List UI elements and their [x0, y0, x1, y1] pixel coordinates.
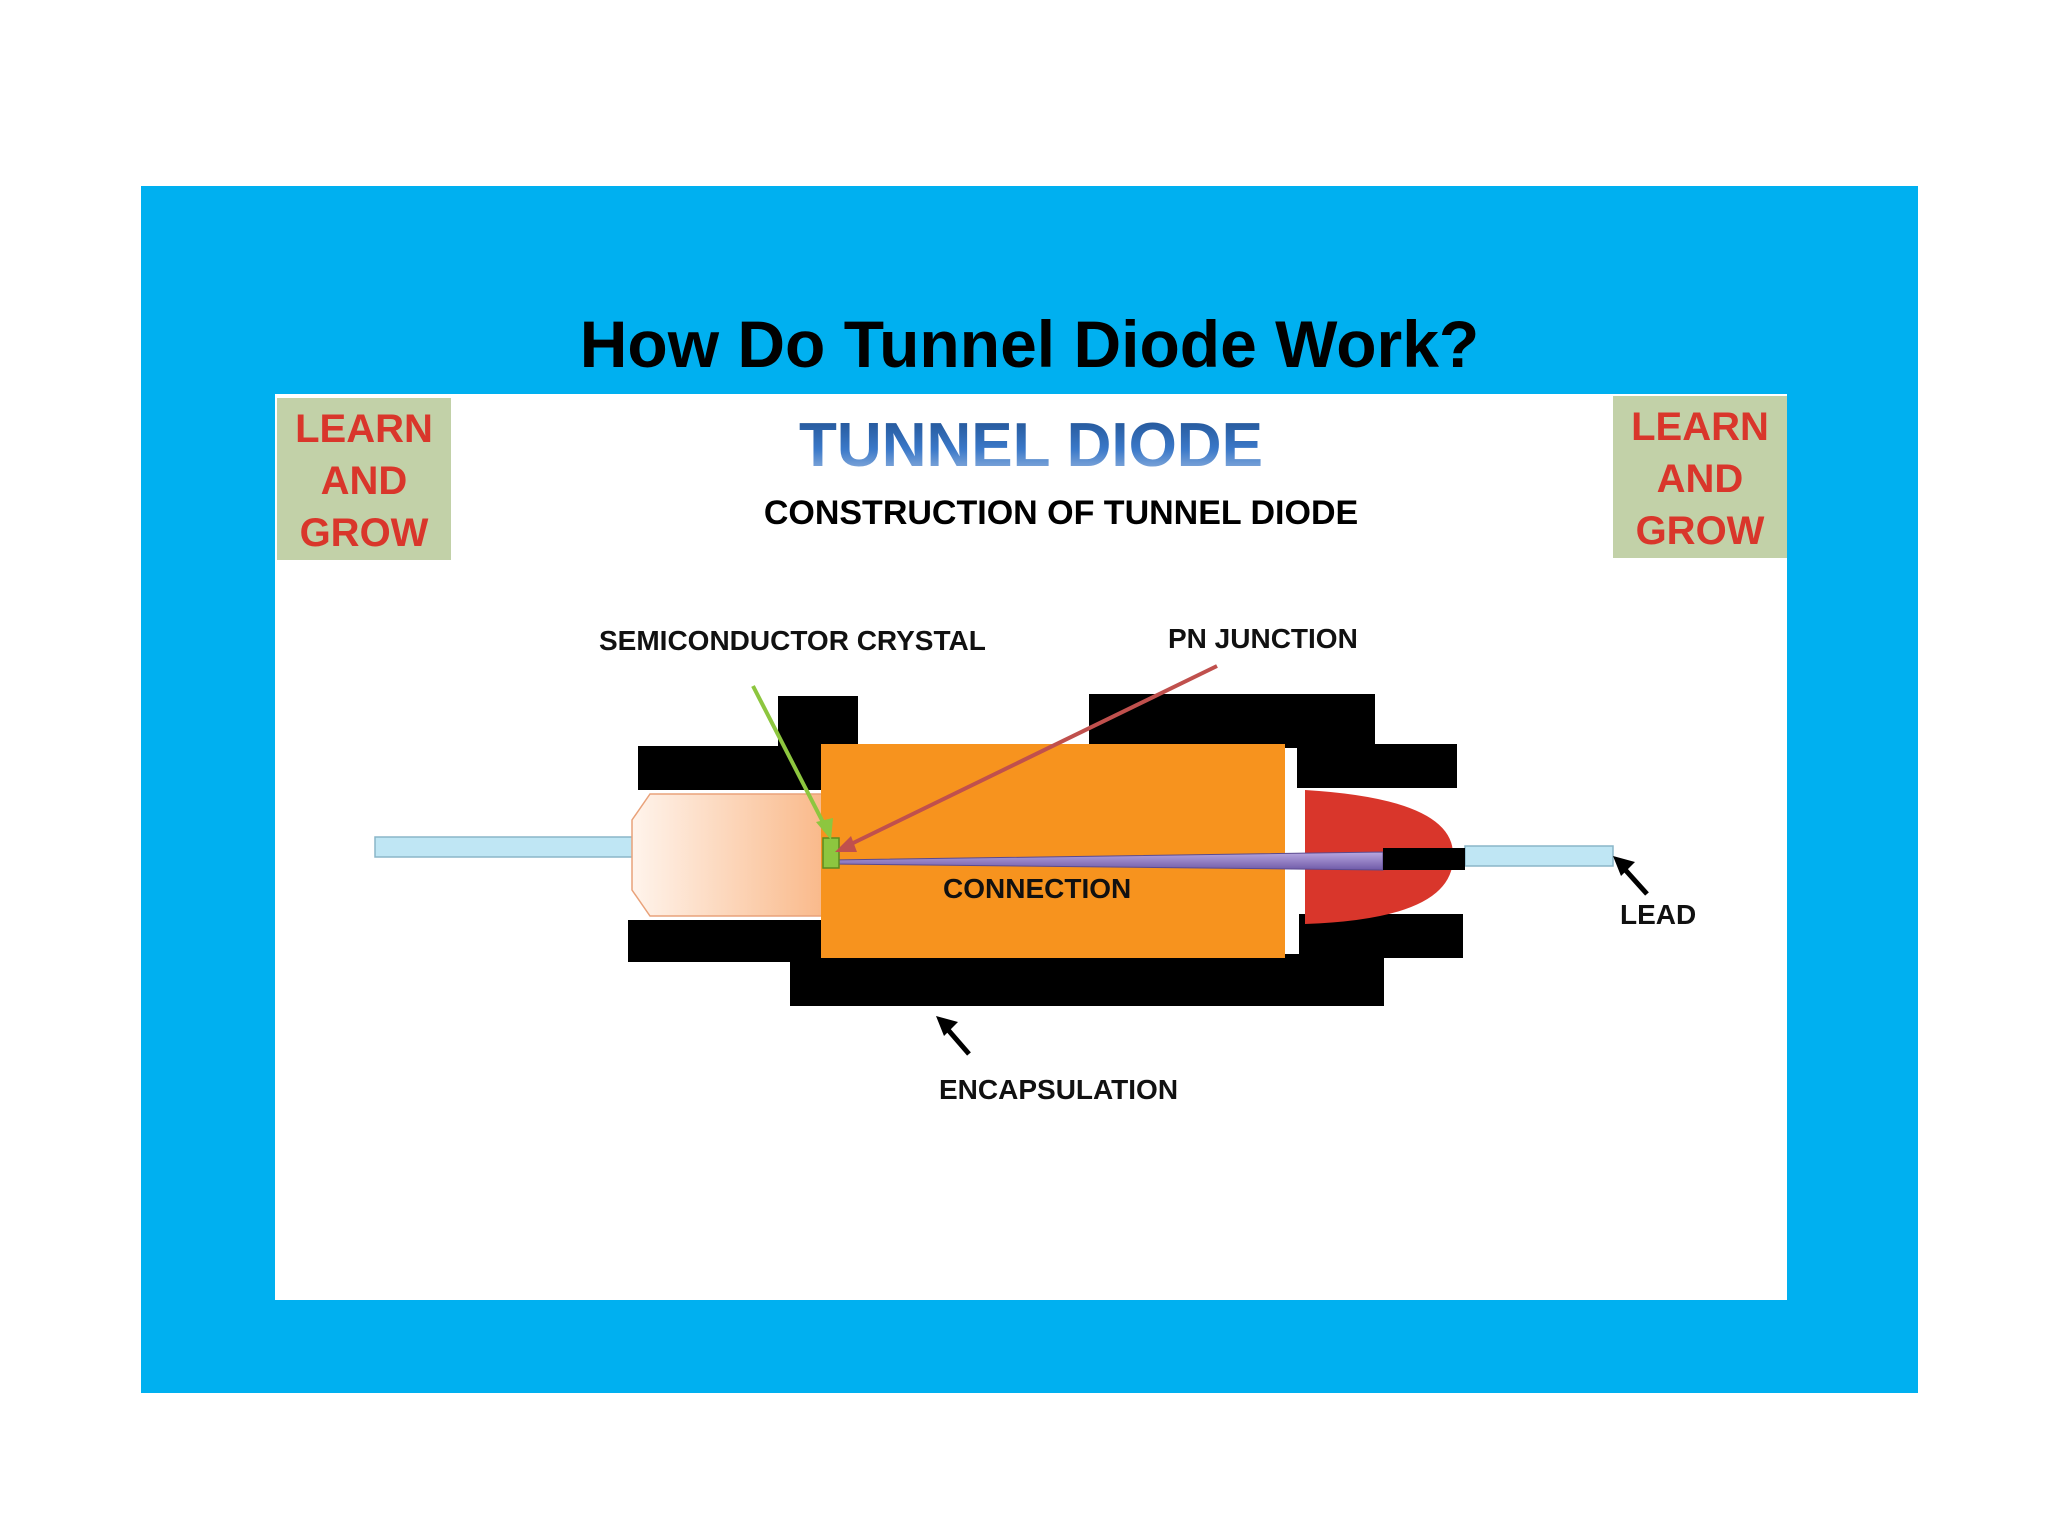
encapsulation-block — [790, 954, 1384, 1006]
encapsulation-block — [1089, 694, 1375, 748]
lead-wire-left — [374, 836, 638, 858]
slide-title: How Do Tunnel Diode Work? — [579, 307, 1480, 381]
arrow-lead — [1613, 856, 1649, 896]
arrow-pn-junction — [835, 664, 1218, 852]
tunnel-diode-diagram: LEARN AND GROW LEARN AND GROW TUNNEL DIO… — [277, 396, 1787, 1105]
badge-right-line: LEARN — [1631, 405, 1769, 449]
semiconductor-crystal — [822, 837, 840, 869]
label-connection: CONNECTION — [943, 873, 1131, 904]
badge-left: LEARN AND GROW — [277, 398, 451, 560]
arrow-semiconductor-crystal — [751, 685, 833, 840]
label-semiconductor-crystal: SEMICONDUCTOR CRYSTAL — [599, 625, 986, 656]
diagram-panel: LEARN AND GROW LEARN AND GROW TUNNEL DIO… — [275, 394, 1787, 1300]
badge-right-line: GROW — [1636, 509, 1765, 553]
connection-terminal — [1383, 848, 1465, 870]
badge-right-background — [1613, 396, 1787, 558]
label-lead: LEAD — [1620, 899, 1696, 930]
badge-right-line: AND — [1657, 457, 1744, 501]
arrow-encapsulation — [936, 1016, 971, 1056]
label-encapsulation: ENCAPSULATION — [939, 1074, 1178, 1105]
diagram-heading: TUNNEL DIODE — [799, 411, 1263, 480]
encapsulation — [628, 694, 1463, 1006]
semiconductor-end-cap — [631, 793, 825, 917]
slide: How Do Tunnel Diode Work? — [141, 186, 1918, 1393]
lead-wire-right — [1464, 845, 1614, 867]
badge-left-line: GROW — [300, 511, 429, 555]
label-pn-junction: PN JUNCTION — [1168, 623, 1358, 654]
badge-left-line: LEARN — [295, 407, 433, 451]
encapsulation-block — [1297, 744, 1457, 788]
badge-right: LEARN AND GROW — [1613, 396, 1787, 558]
badge-left-background — [277, 398, 451, 560]
badge-left-line: AND — [321, 459, 408, 503]
orange-body — [821, 744, 1285, 958]
encapsulation-block — [638, 746, 856, 790]
diagram-subheading: CONSTRUCTION OF TUNNEL DIODE — [764, 494, 1358, 532]
